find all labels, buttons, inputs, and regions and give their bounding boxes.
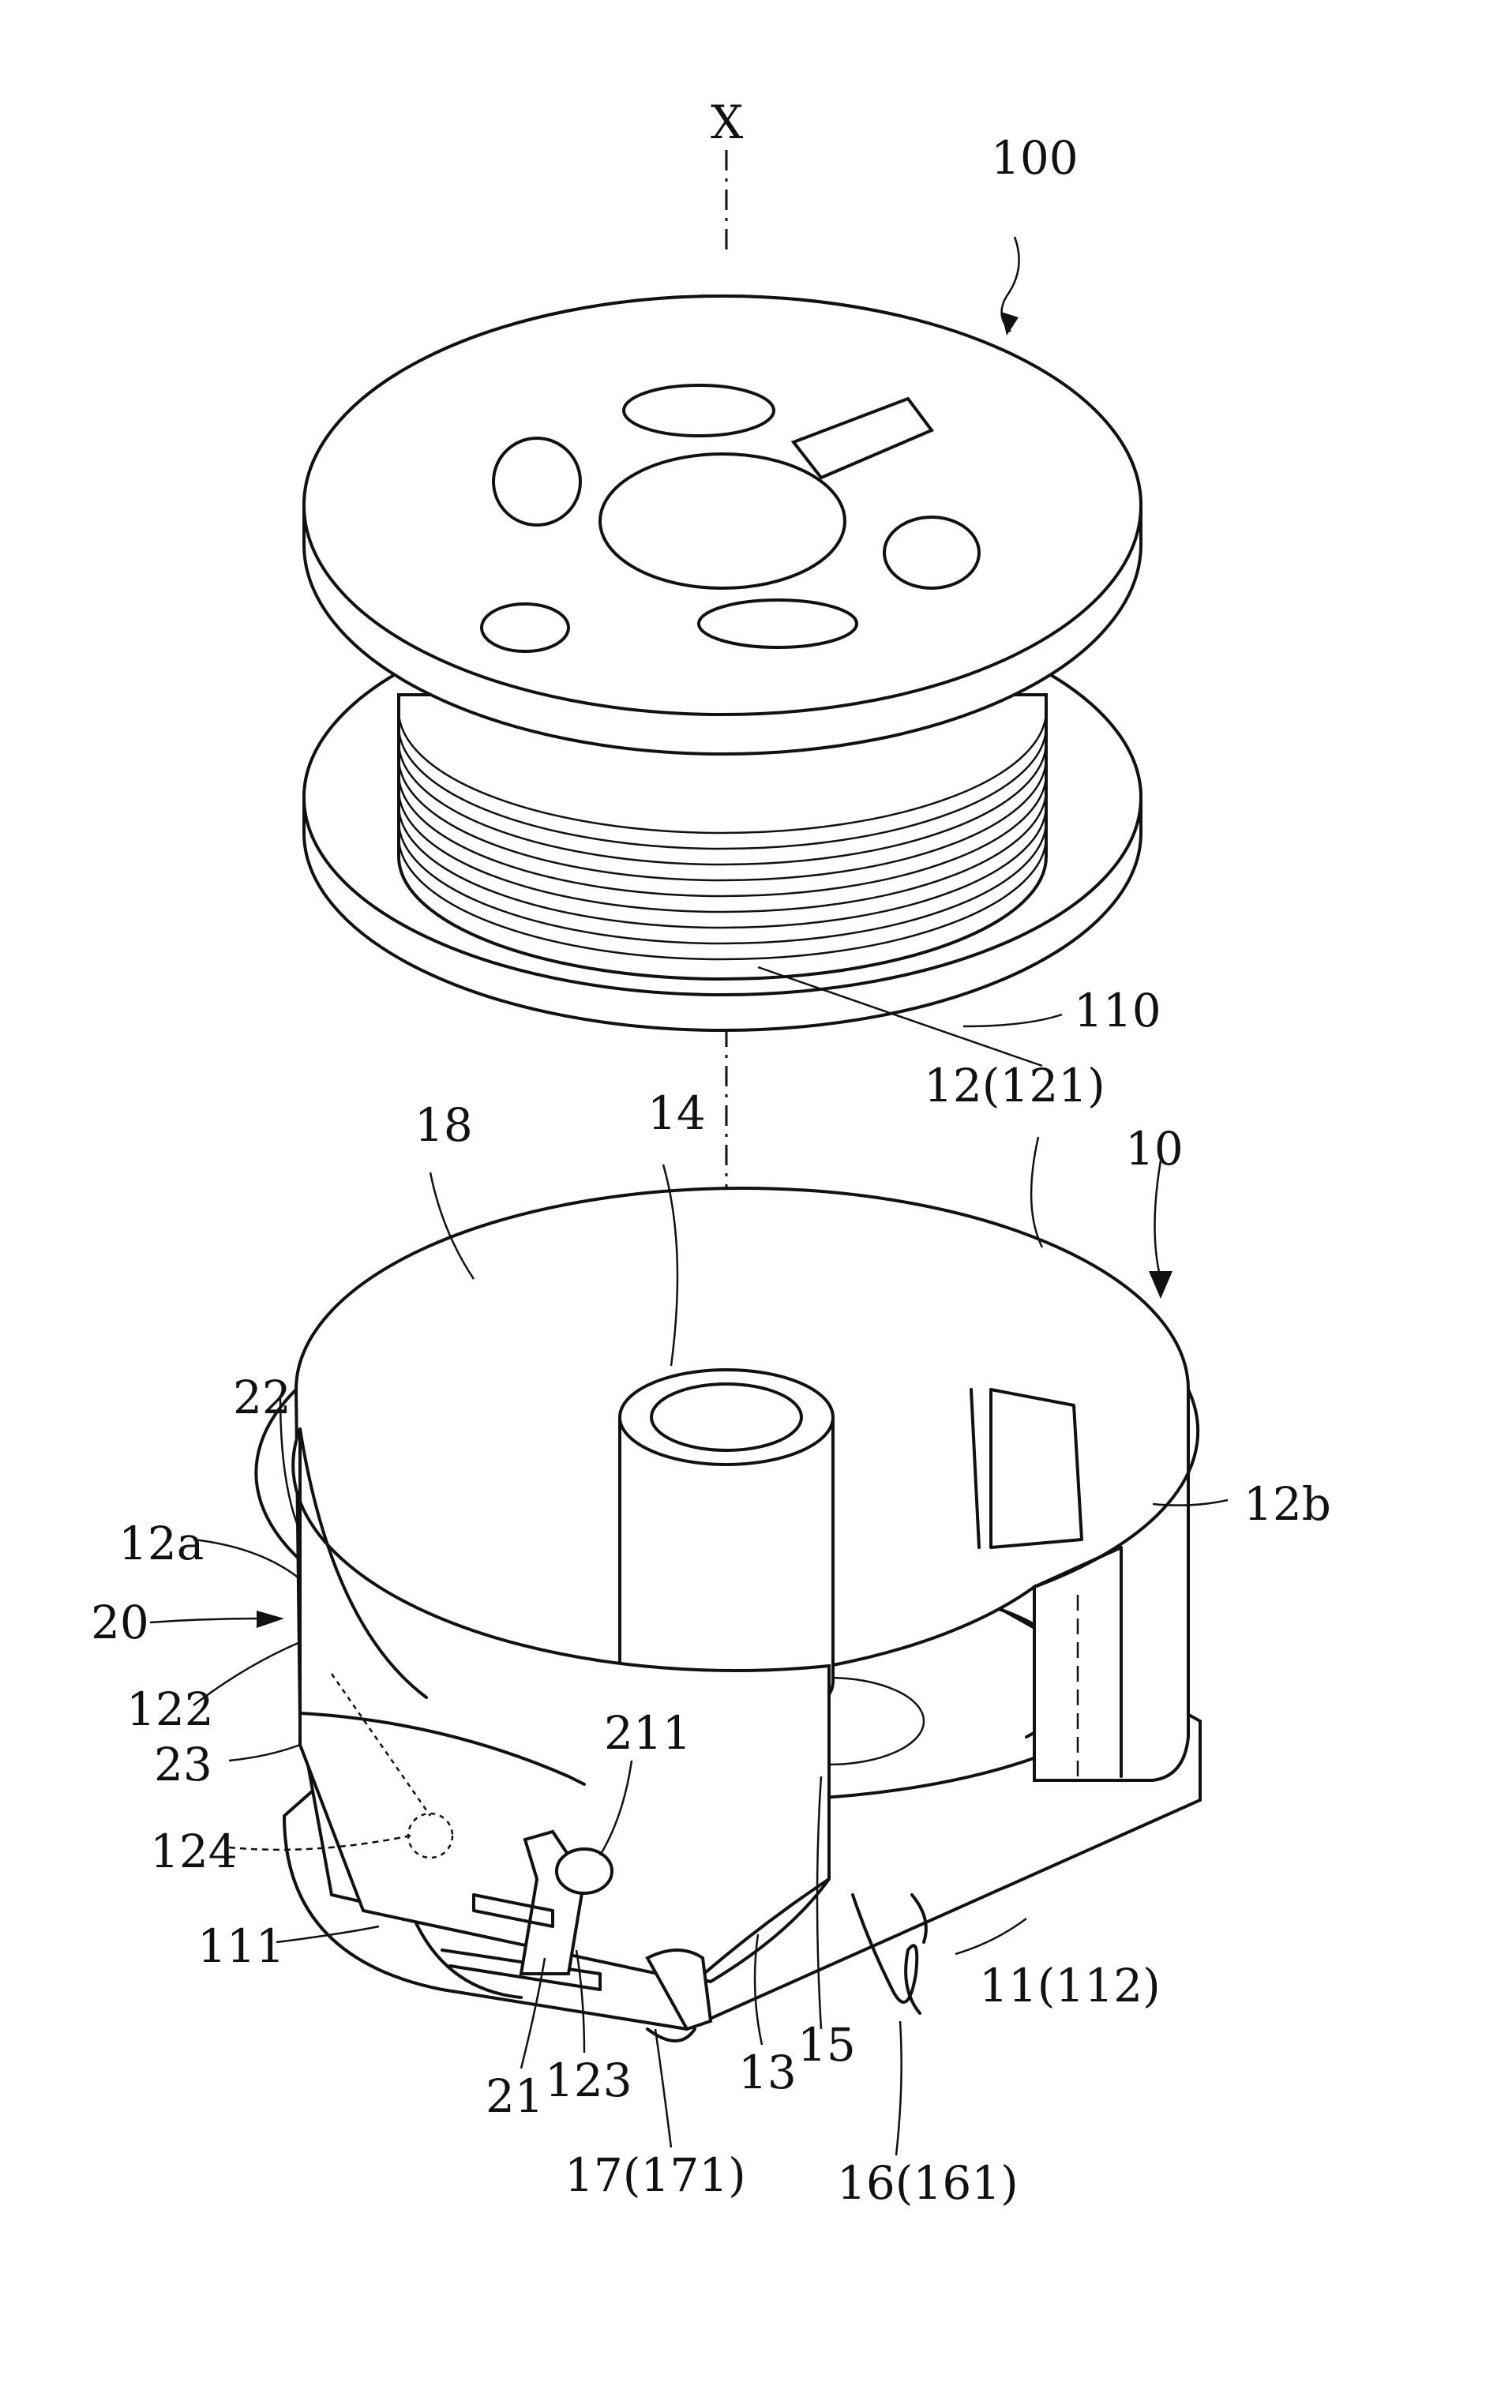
label-11-112: 11(112) (979, 1959, 1161, 2012)
label-12b: 12b (1244, 1477, 1331, 1531)
label-axis-x: X (711, 96, 744, 149)
bobbin (304, 296, 1141, 1030)
label-16-161: 16(161) (837, 2156, 1019, 2210)
bobbin-upper-flange (304, 296, 1141, 754)
label-13: 13 (738, 2046, 797, 2099)
label-12a: 12a (118, 1517, 204, 1570)
bobbin-hole (482, 604, 568, 651)
bobbin-center-hole (600, 454, 845, 588)
label-18: 18 (415, 1098, 473, 1152)
label-15: 15 (797, 2018, 856, 2072)
label-12-121: 12(121) (924, 1059, 1105, 1112)
label-10: 10 (1125, 1122, 1184, 1176)
label-211: 211 (604, 1706, 692, 1760)
label-100: 100 (991, 131, 1079, 185)
label-111: 111 (197, 1919, 285, 1973)
label-14: 14 (647, 1086, 706, 1140)
label-110: 110 (1074, 984, 1161, 1037)
bobbin-hole (624, 385, 774, 436)
label-22: 22 (233, 1371, 291, 1424)
label-21: 21 (486, 2069, 544, 2123)
label-23: 23 (154, 1738, 212, 1791)
bobbin-hole (493, 438, 580, 525)
label-123: 123 (545, 2054, 632, 2107)
label-17-171: 17(171) (565, 2148, 746, 2202)
label-122: 122 (126, 1682, 214, 1736)
bobbin-case (256, 1188, 1200, 2041)
bobbin-hole (699, 600, 857, 647)
label-124: 124 (150, 1825, 238, 1878)
label-20: 20 (91, 1596, 149, 1649)
bobbin-hole (884, 517, 979, 588)
